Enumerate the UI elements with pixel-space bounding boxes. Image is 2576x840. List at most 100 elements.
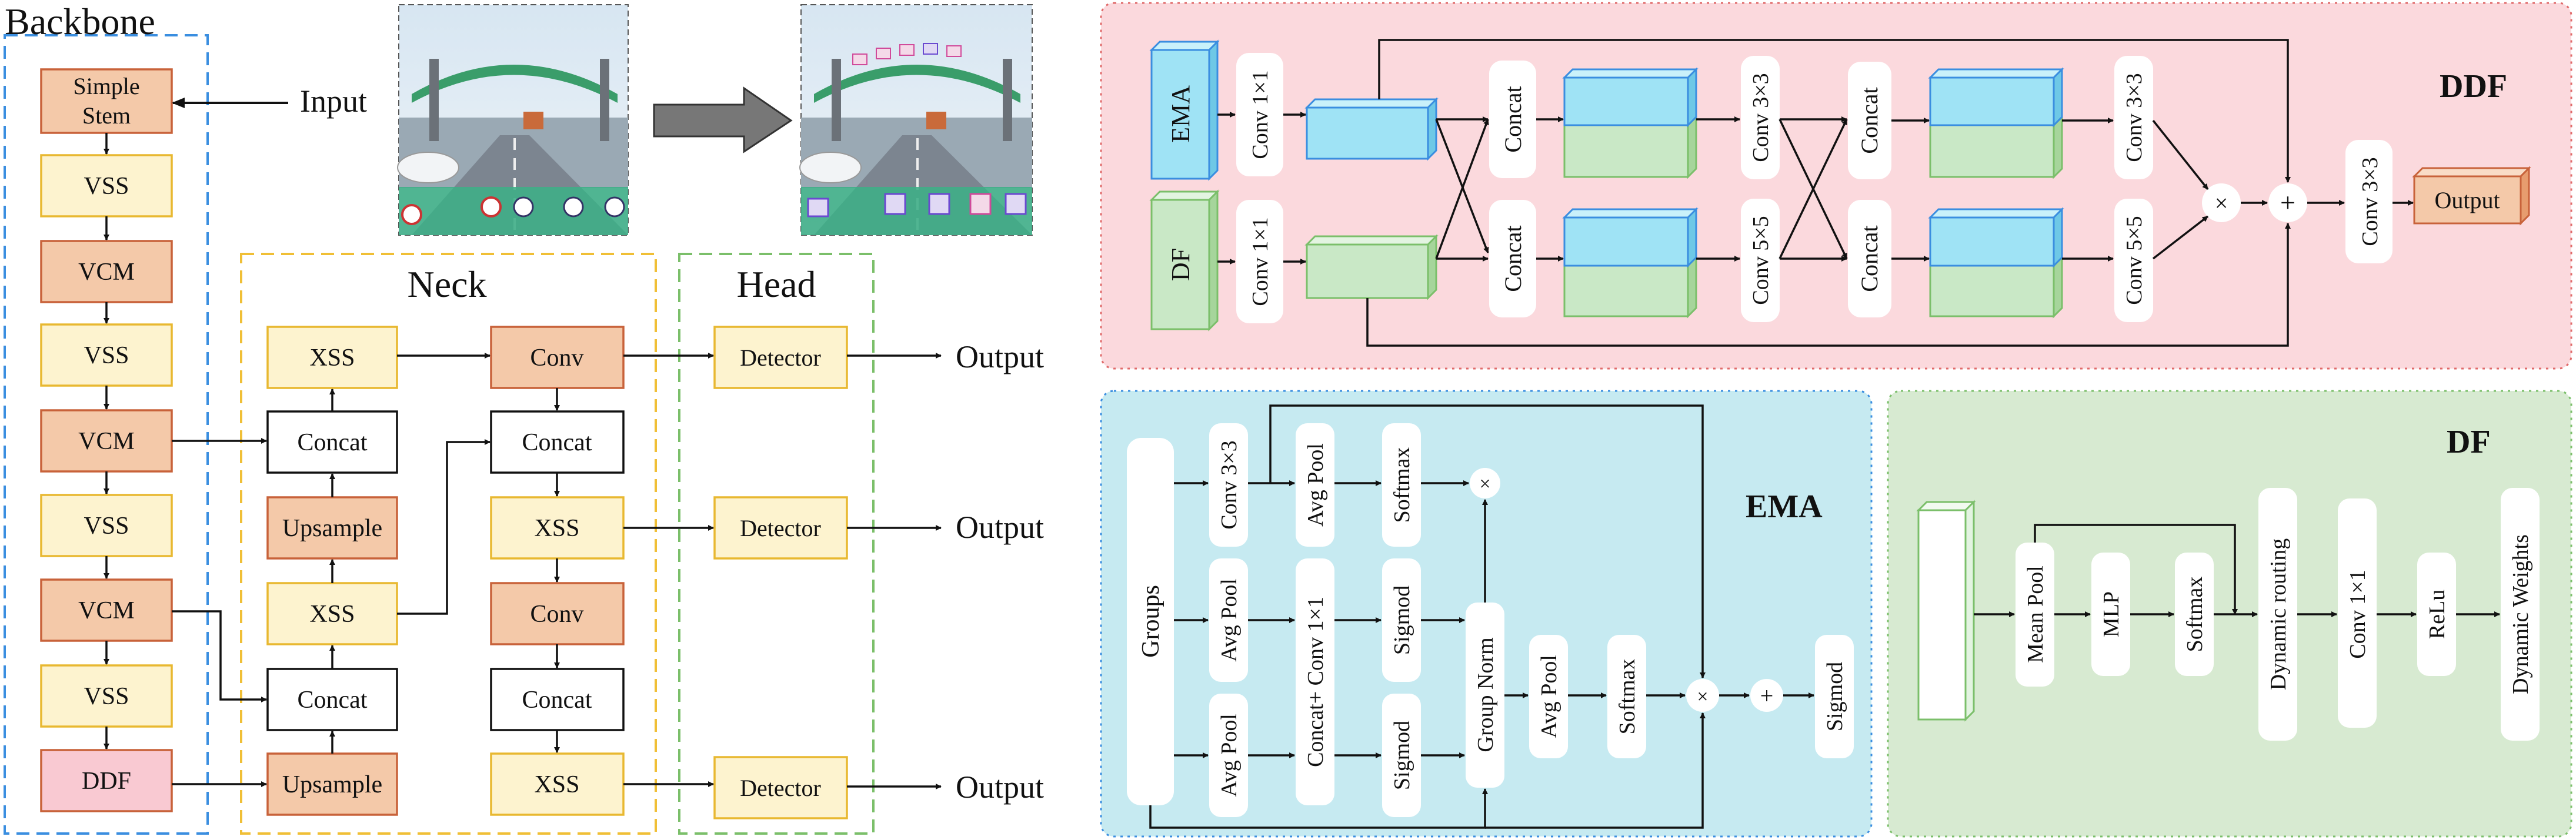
svg-text:Sigmod: Sigmod — [1390, 585, 1414, 655]
ddf-output-label: Output — [2434, 187, 2500, 213]
svg-text:Conv 5×5: Conv 5×5 — [2122, 216, 2147, 304]
svg-text:Concat: Concat — [1856, 225, 1883, 292]
simple-stem-label-2: Stem — [82, 102, 131, 129]
neck-upsample-2-label: Upsample — [282, 771, 382, 798]
ema-avgpool-3: Avg Pool — [1209, 694, 1248, 817]
svg-text:Avg Pool: Avg Pool — [1537, 655, 1561, 738]
svg-text:Conv 1×1: Conv 1×1 — [2345, 570, 2370, 658]
ema-title: EMA — [1746, 488, 1823, 525]
neck-conv-1 — [490, 326, 625, 389]
input-label: Input — [300, 83, 367, 119]
ema-sigmod-final: Sigmod — [1815, 635, 1854, 758]
ddf-arrows — [1217, 39, 2414, 347]
ema-multiply-bottom — [1686, 679, 1719, 712]
svg-text:Dynamic routing: Dynamic routing — [2266, 538, 2291, 691]
neck-concat-3-label: Concat — [522, 429, 592, 456]
df-panel: DF Mean Pool MLP Softmax Dynamic routing… — [1887, 390, 2572, 838]
ddf-add-symbol: + — [2280, 188, 2295, 217]
road-photo-input — [397, 4, 629, 236]
ddf-conv5-1: Conv 5×5 — [1741, 199, 1780, 322]
neck-concat-1 — [266, 410, 398, 474]
simple-stem-label-1: Simple — [73, 73, 139, 99]
backbone-blocks: Simple Stem VSS VCM VSS VCM VSS VCM VSS … — [40, 68, 173, 812]
svg-text:Conv 1×1: Conv 1×1 — [1248, 70, 1273, 159]
ema-add-symbol: + — [1760, 682, 1774, 709]
ddf-panel: DDF EMA DF Conv 1×1 Conv 1×1 — [1100, 2, 2572, 370]
svg-text:Sigmod: Sigmod — [1390, 721, 1414, 790]
neck-upsample-1-label: Upsample — [282, 515, 382, 542]
neck-xss-4-label: XSS — [534, 771, 579, 798]
output-label-1: Output — [956, 339, 1044, 374]
road-photo-output — [799, 4, 1033, 236]
vcm-block-3 — [40, 578, 173, 642]
svg-text:Conv 3×3: Conv 3×3 — [2122, 73, 2147, 162]
neck-conv-2-label: Conv — [530, 601, 583, 628]
vss-block-1 — [40, 154, 173, 217]
ddf-conv3-1: Conv 3×3 — [1741, 56, 1780, 179]
ddf-conv3-2: Conv 3×3 — [2114, 56, 2153, 179]
vcm-label-2: VCM — [78, 428, 135, 455]
ddf-conv1-bottom: Conv 1×1 — [1236, 200, 1283, 323]
svg-text:Softmax: Softmax — [2183, 577, 2207, 652]
vss-label-3: VSS — [84, 513, 129, 540]
ema-input-label: EMA — [1166, 85, 1195, 143]
df-title: DF — [2447, 424, 2491, 460]
ddf-panel-bg — [1100, 2, 2572, 370]
detector-3-label: Detector — [740, 775, 821, 801]
neck-concat-2-label: Concat — [298, 687, 368, 714]
ddf-multiply-node — [2202, 183, 2241, 222]
neck-left-column: XSS Concat Upsample XSS Concat Upsample — [266, 326, 398, 816]
ddf-stack-3 — [1928, 67, 2064, 179]
df-meanpool: Mean Pool — [2016, 543, 2054, 687]
backbone-title: Backbone — [5, 1, 155, 42]
ema-softmax-1: Softmax — [1382, 423, 1421, 547]
svg-text:Concat: Concat — [1500, 86, 1526, 152]
df-dynamic-routing: Dynamic routing — [2258, 488, 2297, 741]
ddf-block — [40, 749, 173, 812]
ddf-concat-2: Concat — [1489, 200, 1536, 317]
ddf-output-block: Output — [2412, 166, 2531, 226]
svg-text:Avg Pool: Avg Pool — [1303, 443, 1328, 527]
svg-text:Concat+ Conv 1×1: Concat+ Conv 1×1 — [1303, 597, 1328, 767]
df-input-cube: DF — [1149, 189, 1220, 332]
output-label-3: Output — [956, 769, 1044, 805]
ema-softmax-2: Softmax — [1607, 635, 1646, 758]
svg-text:Mean Pool: Mean Pool — [2023, 565, 2048, 663]
ddf-stack-1 — [1562, 67, 1699, 179]
svg-text:Conv 3×3: Conv 3×3 — [1749, 73, 1773, 162]
svg-text:Softmax: Softmax — [1615, 659, 1640, 735]
left-pipeline: Backbone Neck Head Simple Stem VSS VCM V… — [4, 1, 1044, 835]
ddf-concat-1: Concat — [1489, 61, 1536, 178]
ema-arrows — [1149, 404, 1814, 829]
svg-text:Groups: Groups — [1137, 585, 1164, 658]
output-label-2: Output — [956, 510, 1044, 545]
neck-xss-2-label: XSS — [309, 601, 355, 628]
svg-text:Concat: Concat — [1856, 87, 1883, 153]
ddf-multiply-symbol: × — [2215, 190, 2228, 216]
ddf-add-node — [2268, 183, 2307, 222]
vss-label-2: VSS — [84, 342, 129, 369]
ddf-feat-green-1 — [1304, 234, 1439, 300]
neck-xss-3-label: XSS — [534, 515, 579, 542]
df-softmax: Softmax — [2175, 553, 2214, 676]
neck-xss-2 — [266, 582, 398, 645]
svg-text:Dynamic Weights: Dynamic Weights — [2508, 534, 2533, 694]
neck-upsample-1 — [266, 496, 398, 560]
ema-multiply-top — [1470, 468, 1500, 498]
svg-text:Sigmod: Sigmod — [1823, 662, 1847, 731]
svg-text:Avg Pool: Avg Pool — [1217, 714, 1242, 797]
svg-text:Group Norm: Group Norm — [1473, 637, 1498, 752]
ddf-stack-4 — [1928, 207, 2064, 319]
vss-label-1: VSS — [84, 173, 129, 200]
neck-conv-1-label: Conv — [530, 344, 583, 372]
neck-frame — [240, 253, 657, 835]
svg-text:Conv 5×5: Conv 5×5 — [1749, 216, 1773, 304]
svg-text:Softmax: Softmax — [1390, 447, 1414, 523]
df-input-feature — [1916, 500, 1976, 722]
ema-groups-pill: Groups — [1127, 438, 1174, 805]
svg-text:ReLu: ReLu — [2425, 590, 2450, 639]
ema-avgpool-2: Avg Pool — [1209, 558, 1248, 682]
df-relu: ReLu — [2417, 553, 2456, 676]
df-dynamic-weights: Dynamic Weights — [2501, 488, 2540, 741]
ema-groupnorm: Group Norm — [1466, 603, 1504, 788]
